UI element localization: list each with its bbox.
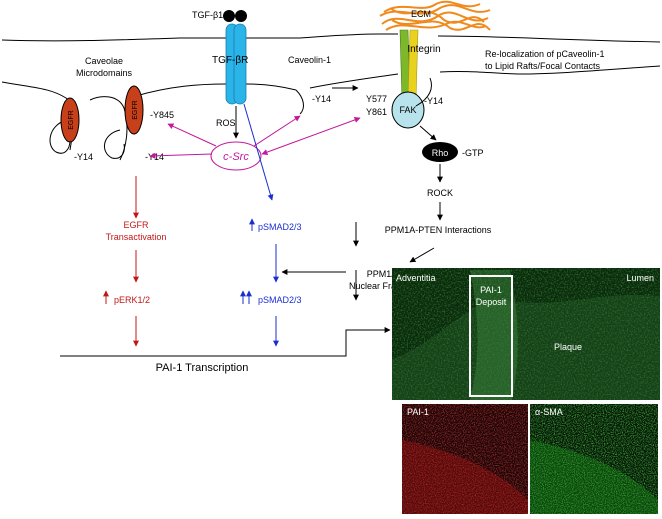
transcription-line [60,327,391,357]
relocalization-label: to Lipid Rafts/Focal Contacts [485,61,601,71]
residue-y577: Y577 [366,94,387,104]
tgf-receptor-label: TGF-βR [212,55,248,66]
residue-y14: -Y14 [74,152,93,162]
c-src-label: c-Src [223,151,249,163]
ligand-dot [235,10,247,22]
pai-transcription-label: PAI-1 Transcription [156,362,249,374]
fluorescence-micrograph: Adventitia Lumen PAI-1 Deposit Plaque [392,268,660,400]
relocalization-label: Re-localization of pCaveolin-1 [485,49,605,59]
transactivation-label: Transactivation [106,232,167,242]
ppm1a-label: PPM1A [367,269,398,279]
psmad-label: pSMAD2/3 [258,222,302,232]
fak-tail [415,77,432,107]
rho-oval [422,142,458,162]
deposit-label: PAI-1 [480,285,502,295]
tgf-ligand-label: TGF-β1 [192,10,223,20]
ros-label: ROS [216,118,236,128]
residue-y861: Y861 [366,107,387,117]
deposit-frame [469,275,513,397]
ecm-fibers [379,0,491,31]
nuclear-fraction-label: Nuclear Fraction [349,281,415,291]
perk-label: pERK1/2 [114,295,150,305]
fluorescence-micrograph: PAI-1 [402,404,528,514]
plaque-label: Plaque [554,342,582,352]
egfr-trans-label: EGFR [123,220,149,230]
residue-y14: -Y14 [145,152,164,162]
residue-y845: -Y845 [150,110,174,120]
microdomains-label: Microdomains [76,68,133,78]
lumen-label: Lumen [626,273,654,283]
rho-label: Rho [432,148,449,158]
adventitia-label: Adventitia [396,273,436,283]
residue-y14: -Y14 [312,94,331,104]
egfr-receptor: EGFR [60,97,80,143]
ppm1a-pten-label: PPM1A-PTEN Interactions [385,225,492,235]
gtp-label: -GTP [462,148,484,158]
arrow-ppm1a-nuclear [409,247,435,263]
caveolae-loops [49,119,125,159]
svg-text:EGFR: EGFR [68,110,75,129]
integrin-label: Integrin [407,44,440,55]
membrane-line [1,33,661,161]
caveolin-label: Caveolin-1 [288,55,331,65]
caveolae-label: Caveolae [85,56,123,66]
arrow-tgf-smad [243,103,274,201]
arrow-fak-rho [419,125,437,141]
ligand-dot [223,10,235,22]
fak-label: FAK [399,105,416,115]
svg-text:EGFR: EGFR [132,100,139,119]
red-panel-label: PAI-1 [407,407,429,417]
integrin [399,29,419,101]
residue-y14: -Y14 [424,96,443,106]
green-panel-label: α-SMA [535,407,563,417]
fluorescence-micrograph: α-SMA [530,404,658,514]
rock-label: ROCK [427,188,453,198]
csrc-arrows [149,115,361,159]
psmad-label: pSMAD2/3 [258,295,302,305]
fak-protein [391,91,425,129]
c-src-ellipse [210,141,262,171]
ecm-label: ECM [411,9,431,19]
deposit-label: Deposit [476,297,507,307]
tgf-beta-receptor [225,23,247,105]
egfr-receptor: EGFR [124,85,144,135]
